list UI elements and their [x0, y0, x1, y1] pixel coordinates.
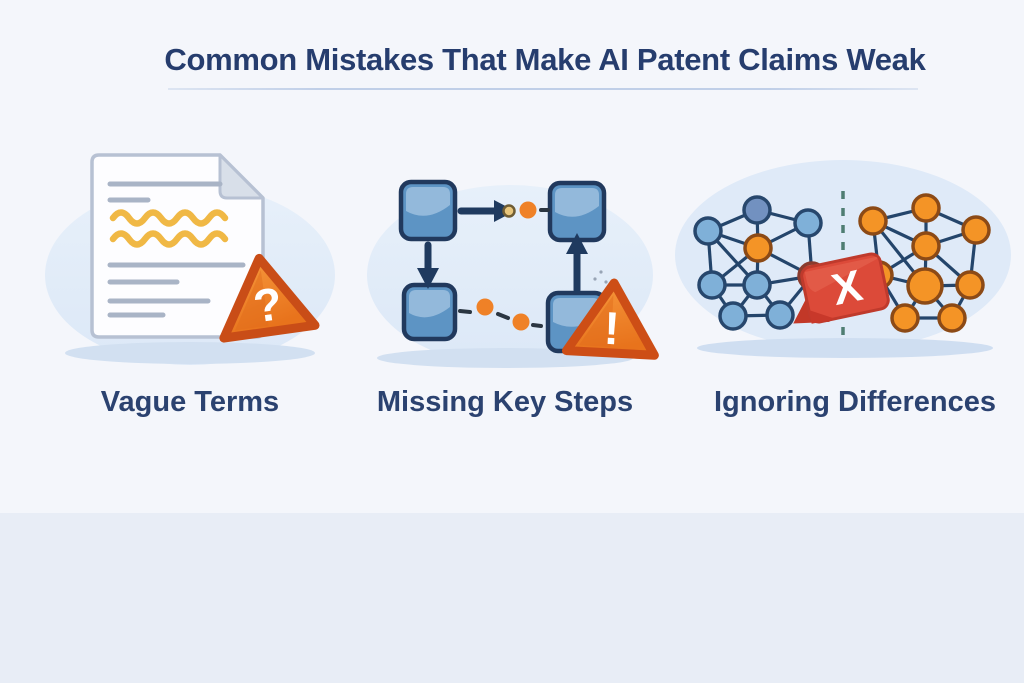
ignoring-differences-figure: X: [665, 133, 1015, 368]
exclamation-warning-badge: !: [561, 278, 659, 360]
vague-document-icon: ?: [45, 153, 335, 365]
error-x-badge: X: [793, 252, 890, 324]
broken-connection-top: [502, 201, 550, 219]
broken-connection-bottom: [458, 298, 543, 331]
flow-square-top-left: [398, 179, 458, 242]
flow-square-top-right: [547, 180, 607, 243]
vague-wavy-lines: [109, 209, 229, 248]
missing-steps-figure: !: [363, 135, 663, 370]
ground-shadow: [697, 338, 993, 358]
title-underline: [168, 88, 918, 90]
vague-terms-figure: ?: [40, 135, 340, 370]
question-warning-badge: ?: [219, 253, 320, 343]
flow-arrows: [417, 200, 588, 294]
exclamation-mark-glyph: !: [603, 302, 621, 355]
footer-band: [0, 513, 1024, 683]
caption-ignoring-differences: Ignoring Differences: [714, 386, 996, 418]
flow-square-bottom-left: [401, 282, 458, 342]
document-text-lines: [107, 181, 246, 318]
speckles: [593, 270, 608, 284]
network-comparison-icon: X: [675, 160, 1011, 358]
network-left-nodes: [693, 195, 827, 331]
caption-missing-key-steps: Missing Key Steps: [376, 386, 634, 418]
broken-flowchart-icon: !: [367, 179, 659, 368]
network-left-orange-node: [743, 233, 773, 263]
caption-vague-terms: Vague Terms: [100, 386, 280, 418]
page-title: Common Mistakes That Make AI Patent Clai…: [164, 42, 926, 77]
folded-corner: [218, 153, 265, 200]
ground-shadow: [65, 342, 315, 364]
document-icon: [90, 153, 265, 339]
